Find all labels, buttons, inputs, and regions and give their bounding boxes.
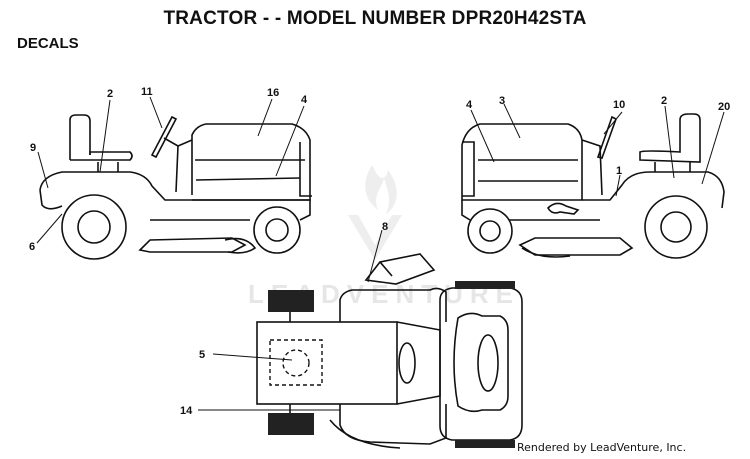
callout-3: 3	[499, 95, 505, 107]
mower-deck-right	[518, 237, 634, 256]
front-tire-top	[268, 290, 314, 312]
hood-right	[461, 123, 583, 201]
callout-11: 11	[141, 86, 153, 98]
callout-10: 10	[613, 99, 625, 111]
callout-labels: 2 11 16 4 9 6 4 3 10 2 20 1 8 5 14	[29, 86, 730, 417]
decal-outline	[269, 339, 323, 386]
watermark-logo	[348, 165, 402, 260]
tractor-right-side-view	[461, 113, 725, 259]
section-label: DECALS	[17, 35, 79, 52]
rear-tire-bottom	[455, 440, 515, 448]
hood	[191, 123, 311, 201]
front-wheel-right	[467, 208, 513, 254]
seat-back	[69, 114, 91, 160]
rear-wheel	[61, 194, 127, 260]
callout-2-left: 2	[107, 88, 113, 100]
seat-right	[639, 113, 701, 163]
credit-text: Rendered by LeadVenture, Inc.	[517, 441, 687, 454]
callout-5: 5	[199, 349, 205, 361]
tractor-left-side-view	[39, 114, 312, 260]
rear-tire-top	[455, 281, 515, 289]
callout-20: 20	[718, 101, 730, 113]
diagram-title: TRACTOR - - MODEL NUMBER DPR20H42STA	[163, 8, 587, 29]
rear-fender-top	[439, 287, 523, 441]
front-wheel	[253, 206, 301, 254]
hood-top-view	[256, 321, 398, 405]
rear-wheel-right	[644, 195, 708, 259]
steering-wheel	[150, 115, 178, 159]
callout-6: 6	[29, 241, 35, 253]
callout-2-right: 2	[661, 95, 667, 107]
body-top-view	[339, 287, 447, 322]
callout-4-left: 4	[301, 94, 308, 106]
callout-9: 9	[30, 142, 36, 154]
seat-base	[70, 151, 133, 161]
mower-deck	[138, 237, 247, 253]
callout-8: 8	[382, 221, 388, 233]
rear-fender	[39, 171, 311, 221]
tractor-top-view	[256, 253, 523, 449]
callout-1: 1	[616, 165, 622, 177]
callout-4-right: 4	[466, 99, 473, 111]
front-tire-bottom	[268, 413, 314, 435]
callout-16: 16	[267, 87, 279, 99]
leader-lines	[36, 96, 725, 411]
callout-14: 14	[180, 405, 193, 417]
